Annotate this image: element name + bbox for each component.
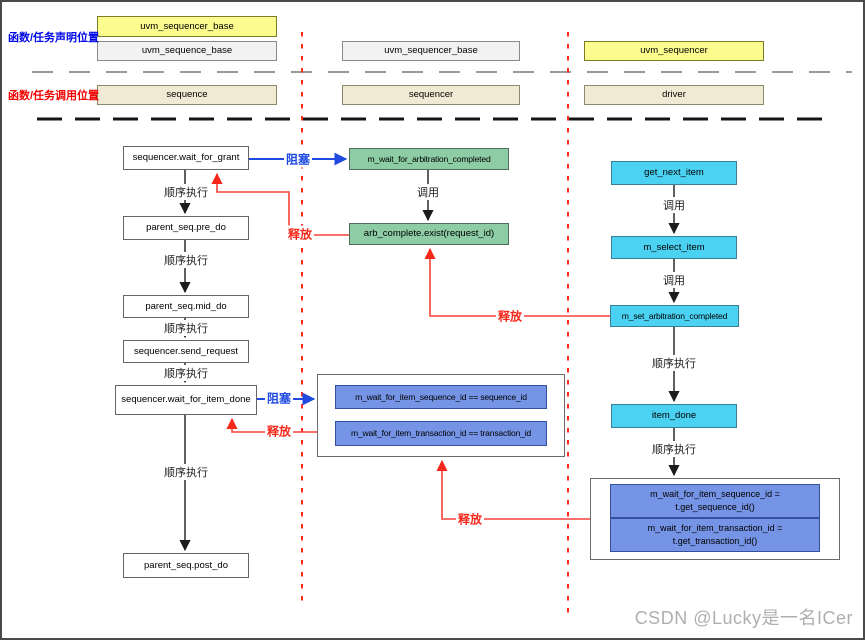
flow-box-wait-for-grant: sequencer.wait_for_grant [123,146,249,170]
flow-box-post-do: parent_seq.post_do [123,553,249,578]
label-invoke-1: 调用 [415,184,441,200]
assign-box-set-item-sequence-id: m_wait_for_item_sequence_id = t.get_sequ… [610,484,820,518]
class-box-uvm-sequencer-base-highlight: uvm_sequencer_base [97,16,277,37]
csdn-watermark: CSDN @Lucky是一名ICer [634,608,853,628]
label-invoke-2: 调用 [661,197,687,213]
flow-box-pre-do: parent_seq.pre_do [123,216,249,240]
label-release-4: 释放 [455,510,485,528]
label-sequential-6: 顺序执行 [650,355,698,371]
label-invoke-3: 调用 [661,272,687,288]
label-block-1: 阻塞 [283,150,313,168]
flow-box-send-request: sequencer.send_request [123,340,249,363]
label-sequential-1: 顺序执行 [162,184,210,200]
arrow-release-driverwait-to-container [436,459,590,520]
call-row-label: 函数/任务调用位置 [8,90,100,102]
flow-box-wait-for-item-done: sequencer.wait_for_item_done [115,385,257,415]
label-sequential-3: 顺序执行 [162,320,210,336]
label-block-2: 阻塞 [264,389,294,407]
label-release-2: 释放 [495,307,525,325]
flow-box-item-done: item_done [611,404,737,428]
flow-box-arb-complete-exist: arb_complete.exist(request_id) [349,223,509,245]
flow-box-m-set-arbitration-completed: m_set_arbitration_completed [610,305,739,327]
cond-box-wait-item-sequence-id: m_wait_for_item_sequence_id == sequence_… [335,385,547,409]
cond-box-wait-item-transaction-id: m_wait_for_item_transaction_id == transa… [335,421,547,446]
label-sequential-2: 顺序执行 [162,252,210,268]
arrow-release-setarb-to-arbcomplete [424,247,610,317]
flow-box-get-next-item: get_next_item [611,161,737,185]
label-sequential-5: 顺序执行 [162,464,210,480]
class-box-uvm-sequence-base: uvm_sequence_base [97,41,277,61]
label-release-3: 释放 [264,422,294,440]
assign-box-set-item-transaction-id: m_wait_for_item_transaction_id = t.get_t… [610,518,820,552]
class-box-uvm-sequencer: uvm_sequencer [584,41,764,61]
caller-box-driver: driver [584,85,764,105]
class-box-uvm-sequencer-base: uvm_sequencer_base [342,41,520,61]
flow-box-m-wait-for-arbitration-completed: m_wait_for_arbitration_completed [349,148,509,170]
flow-box-m-select-item: m_select_item [611,236,737,259]
label-sequential-7: 顺序执行 [650,441,698,457]
label-release-1: 释放 [285,225,315,243]
caller-box-sequencer: sequencer [342,85,520,105]
label-sequential-4: 顺序执行 [162,365,210,381]
caller-box-sequence: sequence [97,85,277,105]
declare-row-label: 函数/任务声明位置 [8,32,100,44]
flow-box-mid-do: parent_seq.mid_do [123,295,249,318]
